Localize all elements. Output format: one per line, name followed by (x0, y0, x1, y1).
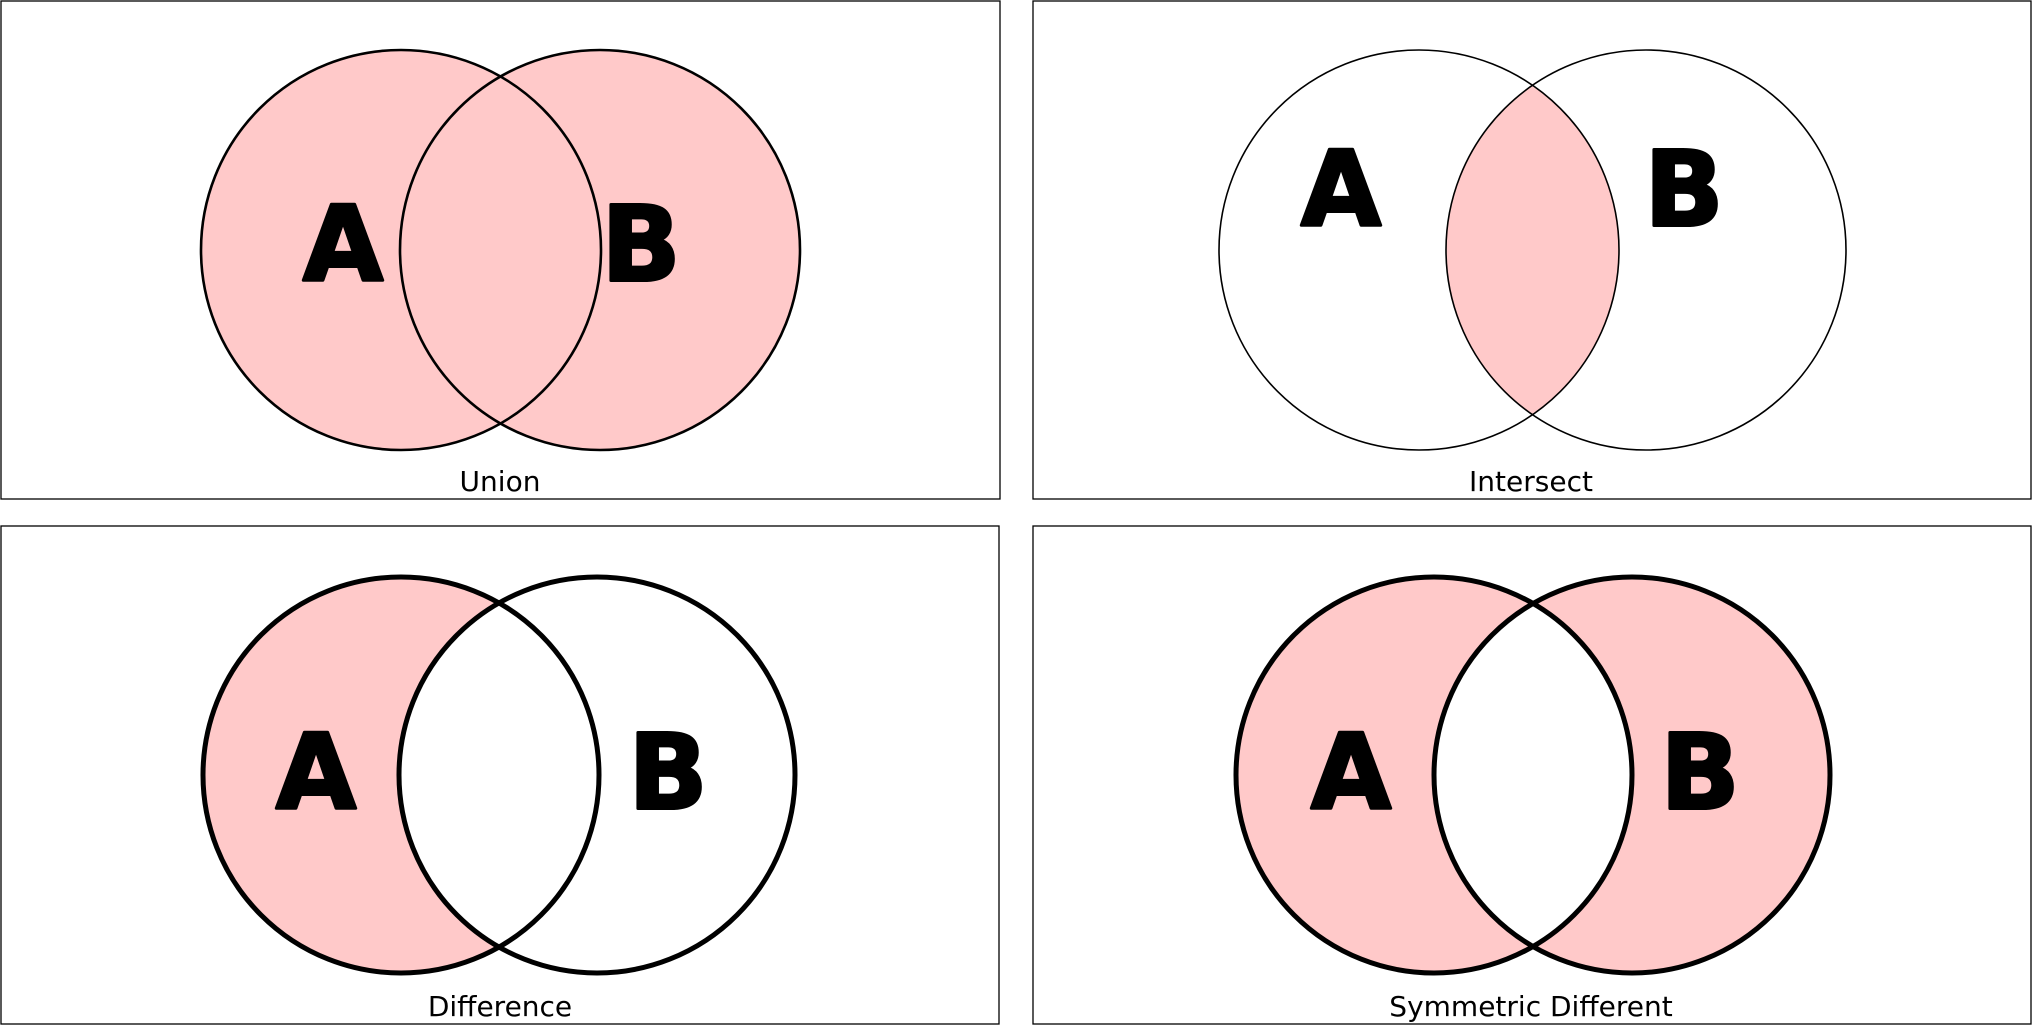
panel-union: A B Union (0, 0, 1001, 500)
panel-intersect: A B Intersect (1032, 0, 2032, 500)
union-circle-b (398, 48, 802, 452)
difference-frame (0, 525, 1000, 1025)
panel-symmetric-difference: A B Symmetric Different (1032, 525, 2032, 1025)
intersect-caption: Intersect (1469, 465, 1593, 498)
panel-difference: A B Difference (0, 525, 1000, 1025)
intersect-label-b: B (1644, 128, 1723, 250)
difference-label-b: B (628, 711, 707, 833)
union-label-a: A (303, 183, 384, 305)
difference-label-a: A (276, 711, 357, 833)
symmetric-difference-label-b: B (1660, 711, 1739, 833)
symmetric-difference-frame (1032, 525, 2032, 1025)
intersect-label-a: A (1301, 128, 1382, 250)
union-caption: Union (460, 465, 541, 498)
difference-circle-a (200, 574, 602, 976)
symmetric-difference-caption: Symmetric Different (1389, 990, 1672, 1023)
intersect-circle-a (1218, 49, 1620, 451)
union-label-b: B (601, 183, 680, 305)
symmetric-difference-circle-a (1233, 574, 1635, 976)
union-circle-a (199, 48, 603, 452)
intersect-circle-b (1445, 49, 1847, 451)
symmetric-difference-label-a: A (1311, 711, 1392, 833)
difference-circle-b (396, 574, 798, 976)
intersect-region-intersection (1445, 85, 1619, 415)
symmetric-difference-circle-b (1431, 574, 1833, 976)
union-region-intersection (400, 76, 601, 424)
difference-caption: Difference (428, 990, 572, 1023)
